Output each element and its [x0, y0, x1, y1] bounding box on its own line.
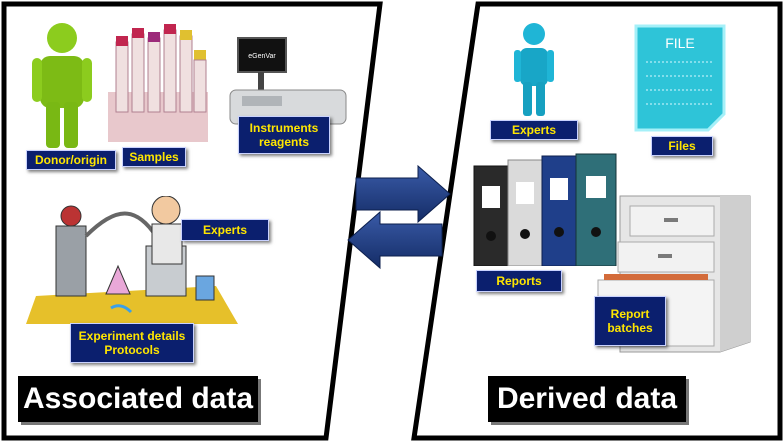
lab-scene-illustration	[26, 196, 238, 324]
sample-tubes-icon	[108, 24, 208, 142]
associated-data-title: Associated data	[18, 376, 258, 422]
file-icon-text: FILE	[665, 35, 695, 51]
derived-data-title: Derived data	[488, 376, 686, 422]
left-arrow-icon	[347, 210, 443, 270]
instrument-icon: eGenVar	[229, 37, 347, 125]
donor-origin-label: Donor/origin	[26, 150, 116, 170]
instrument-screen-text: eGenVar	[248, 53, 276, 60]
experts-left-label: Experts	[181, 219, 269, 241]
files-label: Files	[651, 136, 713, 156]
samples-label: Samples	[122, 147, 186, 167]
experiment-details-label: Experiment details Protocols	[70, 323, 194, 363]
report-binders-icon	[473, 153, 617, 266]
donor-figure-icon	[32, 23, 92, 148]
experts-right-label: Experts	[490, 120, 578, 140]
instruments-reagents-label: Instruments reagents	[238, 116, 330, 154]
exchange-arrows	[347, 164, 451, 270]
report-batches-label: Report batches	[594, 296, 666, 346]
expert-figure-icon	[514, 23, 554, 116]
file-icon: FILE	[634, 24, 726, 132]
reports-label: Reports	[476, 270, 562, 292]
right-arrow-icon	[355, 164, 451, 224]
